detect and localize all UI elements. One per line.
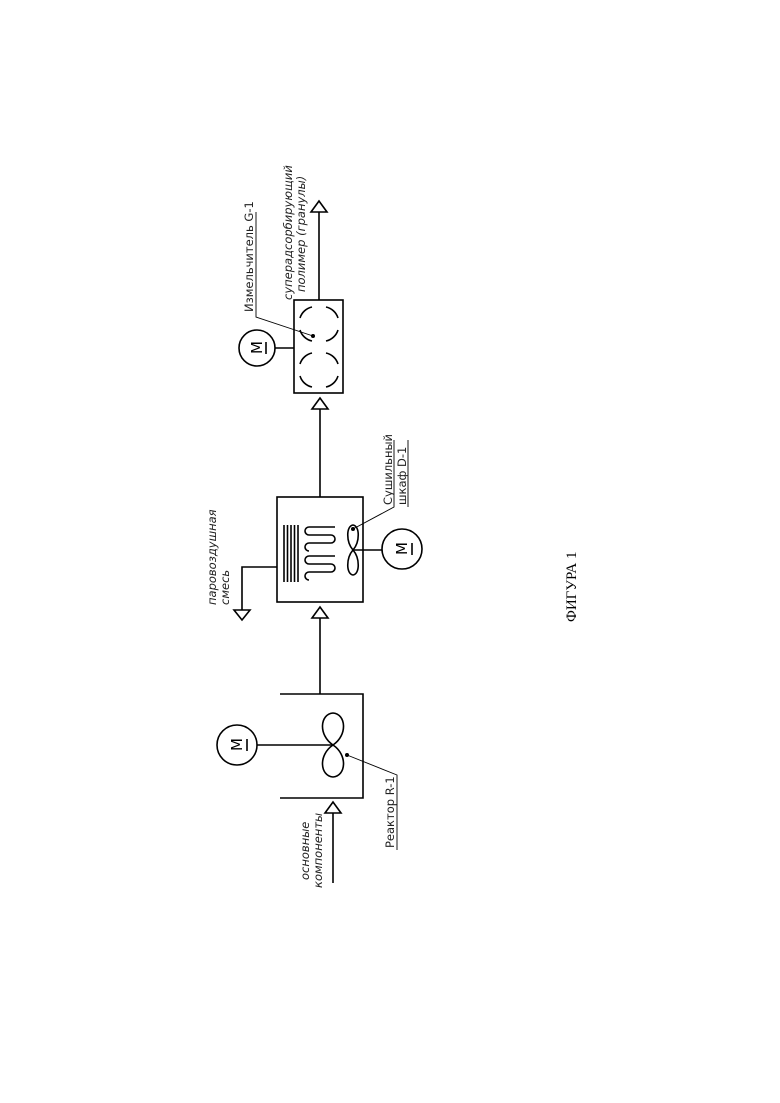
input-label-2: компоненты	[311, 813, 325, 888]
svg-text:M: M	[228, 738, 246, 751]
dryer-d1: M Сушильный шкаф D-1	[277, 434, 422, 602]
dryer-motor-icon: M	[382, 529, 422, 569]
output-label-2: полимер (гранулы)	[294, 176, 308, 292]
svg-text:M: M	[248, 341, 266, 354]
dryer-label-2: шкаф D-1	[395, 447, 409, 505]
output-stream: суперадсорбирующий полимер (гранулы)	[281, 165, 327, 300]
input-label-1: основные	[298, 822, 312, 880]
dryer-label-1: Сушильный	[381, 434, 395, 505]
grinder-label: Измельчитель G-1	[242, 201, 256, 312]
coil-icon	[305, 527, 335, 580]
exhaust-label-2: смесь	[218, 570, 232, 605]
figure-caption: ФИГУРА 1	[564, 552, 580, 622]
exhaust-label-1: паровоздушная	[205, 509, 219, 605]
reactor-motor-icon: M	[217, 725, 257, 765]
rollers-icon	[300, 307, 338, 387]
heater-icon	[284, 525, 298, 582]
output-label-1: суперадсорбирующий	[281, 165, 295, 300]
svg-text:M: M	[393, 542, 411, 555]
exhaust-stream: паровоздушная смесь	[205, 509, 277, 620]
grinder-motor-icon: M	[239, 330, 275, 366]
reactor-label: Реактор R-1	[383, 776, 397, 848]
input-stream: основные компоненты	[298, 802, 341, 888]
